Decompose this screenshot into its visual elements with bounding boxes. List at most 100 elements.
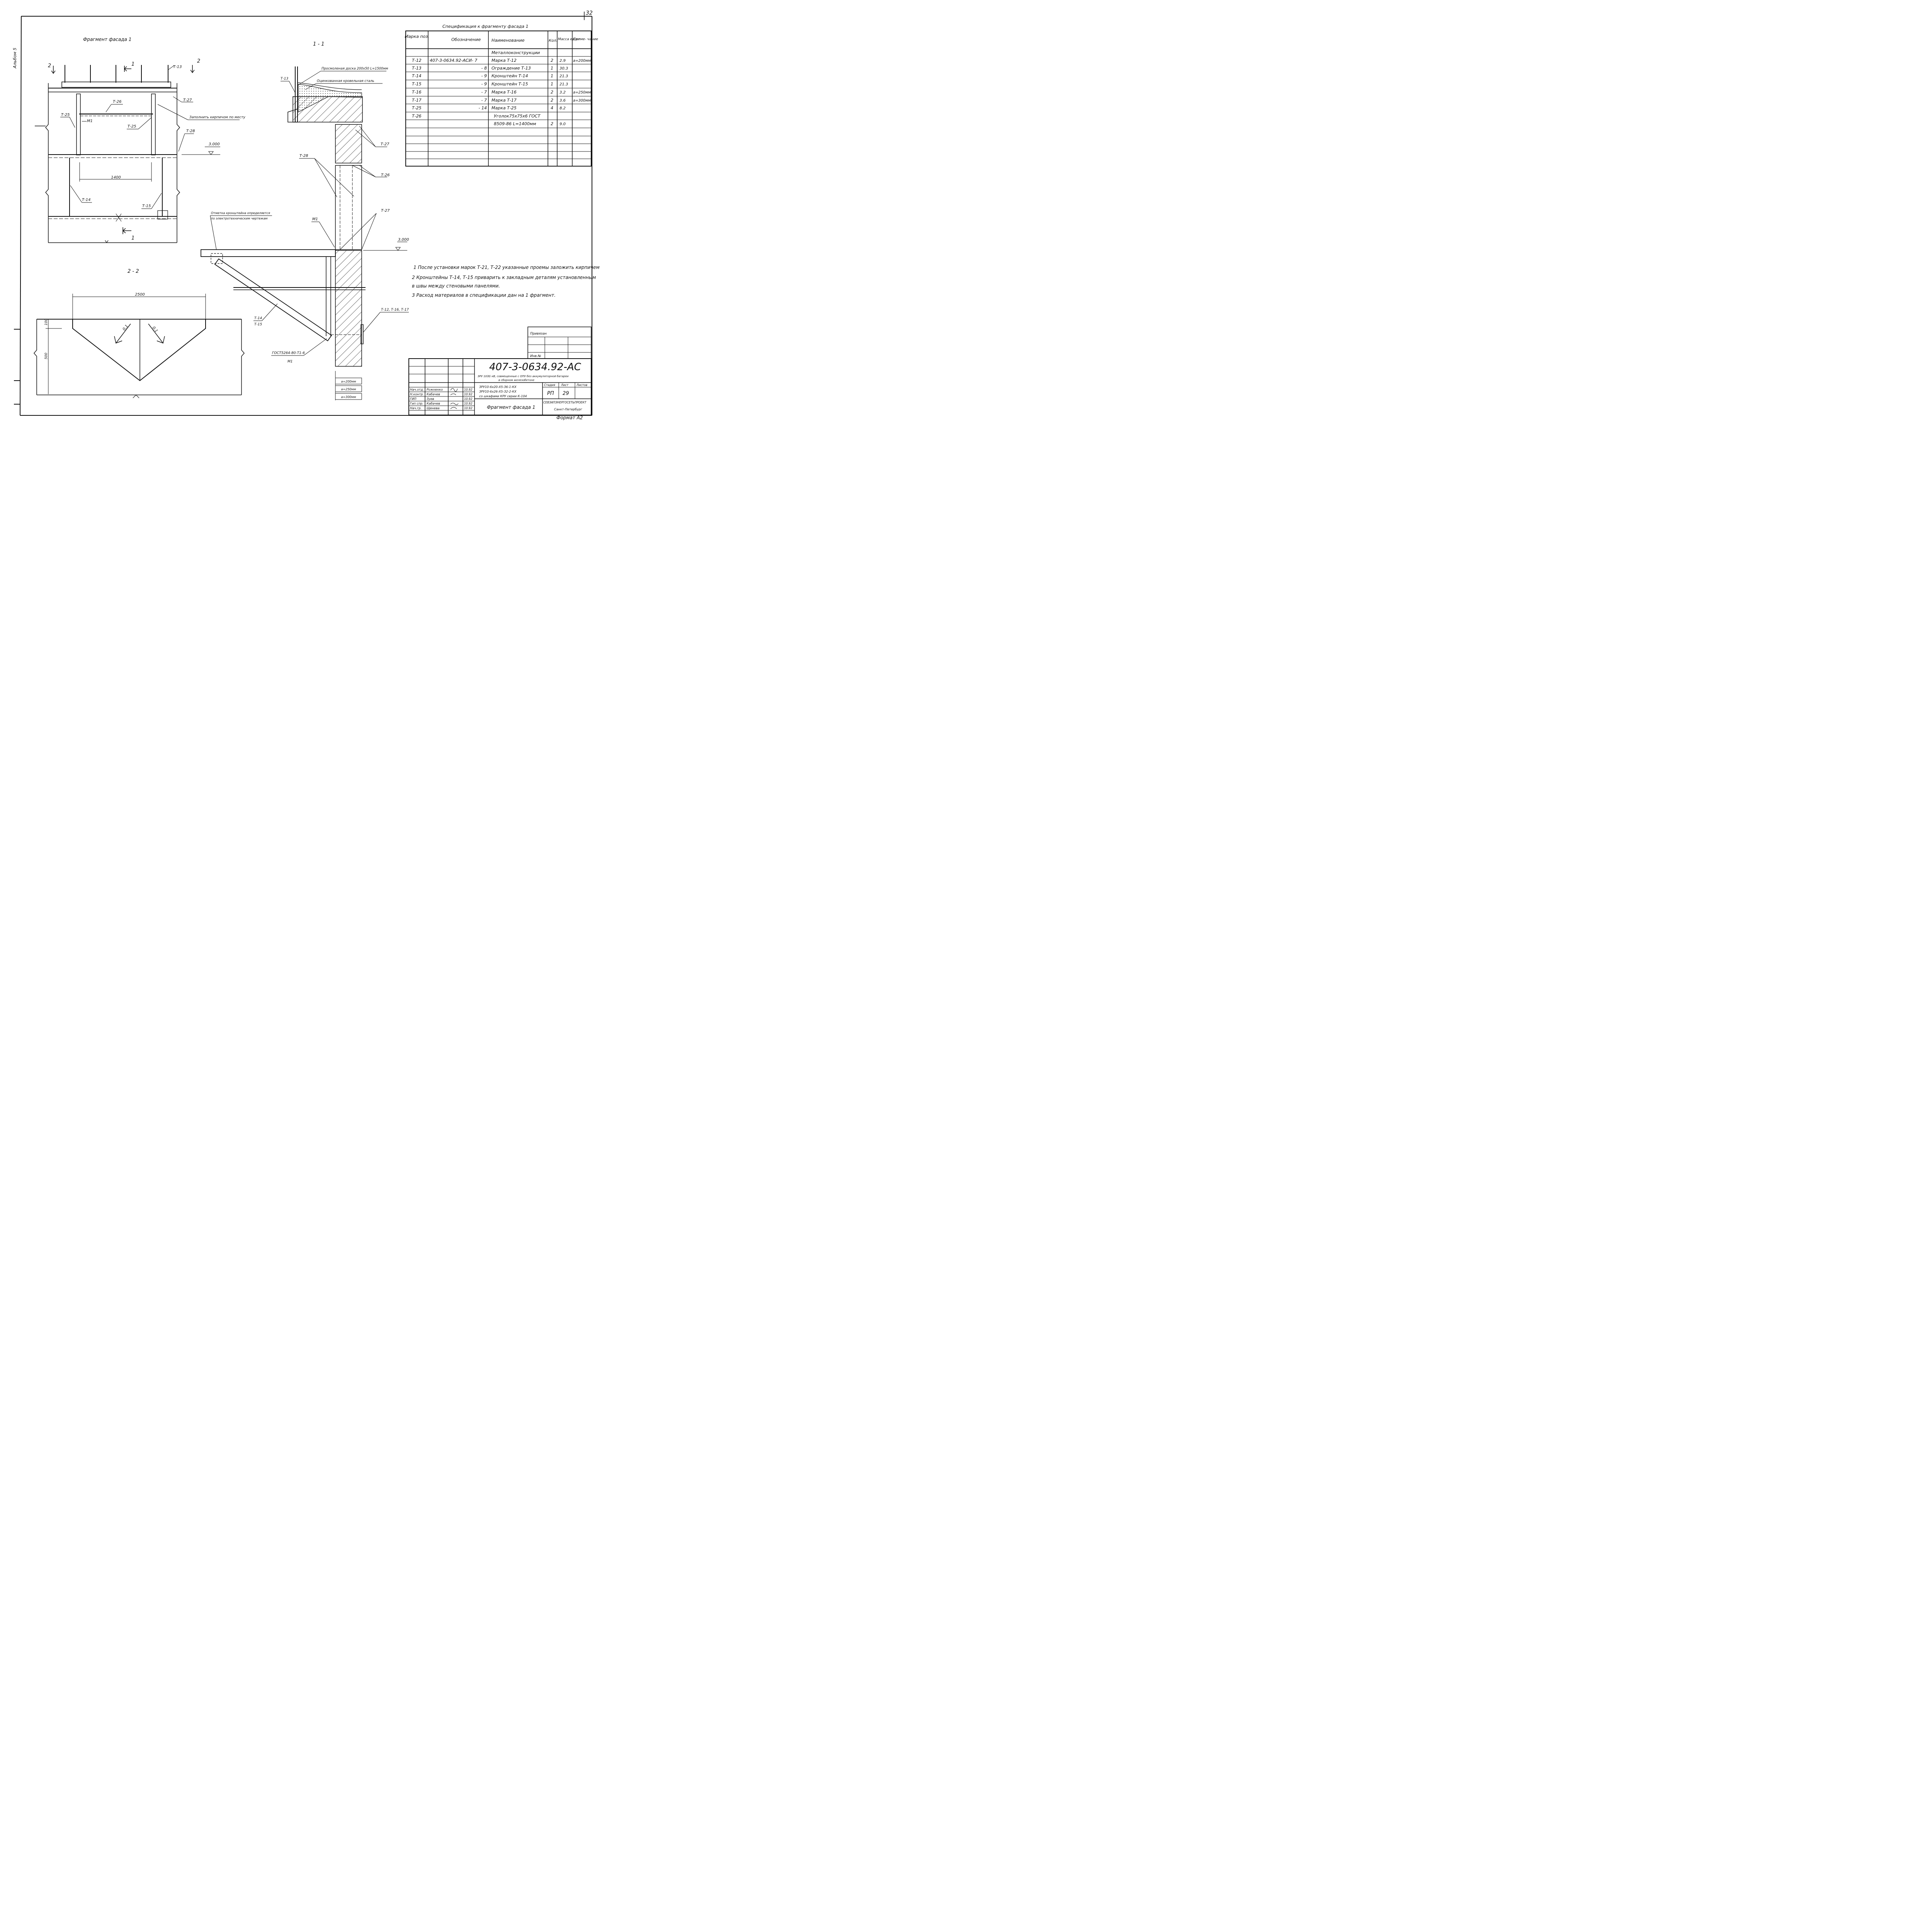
spec-r2-des: - 8	[481, 66, 487, 71]
s11-label-m1: М1	[312, 217, 318, 221]
spec-r7-name: Марка Т-25	[492, 105, 517, 111]
spec-r2-qty: 1	[551, 66, 553, 71]
spec-r1-name: Марка Т-12	[492, 58, 517, 63]
spec-r2-mark: Т-13	[412, 66, 422, 71]
spec-r6-qty: 2	[551, 98, 553, 103]
sheet-frame	[14, 12, 592, 416]
spec-r1-mass: 2.9	[560, 59, 566, 63]
section-1-1: 1 - 1 a=200мм a=250мм a=300мм	[201, 41, 409, 400]
stamp-desc-2: в сборном железобетоне	[498, 379, 534, 382]
section11-title: 1 - 1	[313, 41, 325, 47]
drawing-sheet: 32 Альбом 5 Формат А2 Фрагмент фасада 1	[12, 10, 600, 420]
spec-header-mark: Марка поз.	[405, 34, 429, 39]
stamp-p5-date: 10.92	[464, 407, 473, 410]
spec-r1-note: a=200мм	[573, 59, 591, 63]
dim-2500: 2500	[135, 293, 145, 297]
label-t15: Т-15	[142, 204, 151, 208]
steel-note: Оцинкованная кровельная сталь	[317, 79, 374, 83]
spec-r4-name: Кронштейн Т-15	[492, 82, 528, 87]
dim-500: 500	[44, 353, 48, 359]
cut-2-left: 2	[48, 63, 51, 69]
label-t28: Т-28	[186, 129, 195, 133]
bracket-note-2: по электротехническим чертежам	[211, 217, 267, 220]
spec-r1-des: 407-3-0634.92-АСИ- 7	[430, 58, 477, 63]
stamp-p1-date: 10.92	[464, 388, 473, 391]
a-250: a=250мм	[341, 388, 356, 391]
sheet-number: 32	[586, 10, 593, 16]
spec-r9-name: 8509-86 L=1400мм	[494, 121, 536, 126]
general-notes: 1 После установки марок Т-21, Т-22 указа…	[412, 265, 600, 298]
spec-header-mass: Масса ед.кг	[558, 37, 580, 41]
spec-r4-qty: 1	[551, 82, 553, 87]
stamp-p3-role: ГИП	[410, 397, 416, 401]
facade-title: Фрагмент фасада 1	[83, 37, 131, 42]
spec-r3-mark: Т-14	[412, 73, 422, 78]
s11-label-t26: Т-26	[381, 173, 389, 177]
spec-r3-name: Кронштейн Т-14	[492, 73, 528, 78]
stamp-proj-1: ЗРУ10-6х20-Х5-З6-1-КХ	[479, 385, 517, 389]
spec-r5-des: - 7	[481, 90, 487, 95]
label-t25-right: Т-25	[128, 124, 136, 129]
label-t14: Т-14	[82, 198, 90, 202]
note-1: 1 После установки марок Т-21, Т-22 указа…	[413, 265, 600, 270]
spec-r5-name: Марка Т-16	[492, 90, 517, 95]
spec-r7-des: - 14	[479, 105, 487, 111]
gost-weld: ГОСТ5264-80-Т1-6	[272, 351, 305, 355]
board-note: Просмоленая доска 200х50 L=1500мм	[321, 67, 388, 71]
spec-header-designation: Обозначение	[451, 37, 481, 42]
spec-r7-qty: 4	[551, 105, 553, 111]
spec-header-note: Приме- чание	[573, 37, 598, 41]
s11-label-t28: Т-28	[299, 154, 308, 158]
spec-r9-qty: 2	[551, 121, 553, 126]
stamp-p1-name: Рожненко	[427, 388, 443, 391]
spec-r8-mark: Т-26	[412, 114, 422, 119]
s11-label-t13: Т-13	[281, 77, 288, 81]
stamp-p3-name: Зуев	[427, 397, 434, 401]
stamp-p2-role: Н.контр.	[410, 393, 424, 396]
slope-left: 0,1	[122, 324, 129, 332]
spec-r5-mark: Т-16	[412, 90, 422, 95]
stamp-p5-name: Щенева	[427, 407, 440, 410]
a-300: a=300мм	[341, 395, 356, 399]
signature-marks	[450, 388, 459, 409]
spec-row-section: Металлоконструкции	[492, 50, 540, 55]
s11-label-t15: Т-15	[254, 323, 262, 327]
spec-header-qty: Кол.	[549, 39, 558, 43]
spec-r5-mass: 3.2	[560, 90, 566, 95]
stamp-privyazan: Привязан	[530, 332, 547, 336]
spec-r3-des: - 9	[481, 73, 487, 78]
note-3: 3 Расход материалов в спецификации дан н…	[412, 293, 556, 298]
stamp-sheets-h: Листов	[576, 383, 587, 387]
spec-r3-qty: 1	[551, 73, 553, 78]
stamp-inv: Инв.№	[530, 354, 541, 358]
s11-label-m1-bottom: М1	[287, 360, 293, 364]
format-label: Формат А2	[556, 415, 583, 420]
label-m1: М1	[87, 119, 93, 123]
note-fill-brick: Заполнить кирпичом по месту	[189, 116, 246, 119]
stamp-p4-date: 10.92	[464, 402, 473, 405]
stamp-p3-date: 10.92	[464, 397, 473, 401]
dim-100: 100	[44, 319, 48, 325]
dim-1400: 1400	[111, 175, 121, 180]
spec-title: Спецификация к фрагменту фасада 1	[442, 24, 528, 29]
cut-1-top: 1	[131, 61, 134, 67]
cut-1-bottom: 1	[131, 235, 134, 241]
spec-r6-note: a=300мм	[573, 99, 591, 103]
s11-label-t12-16-17: Т-12, Т-16, Т-17	[381, 308, 409, 312]
spec-r3-mass: 21.3	[560, 74, 568, 78]
s11-elev: 3.000	[398, 238, 409, 242]
bracket-note-1: Отметка кронштейна определяется	[211, 211, 270, 215]
spec-r7-mass: 8.2	[560, 106, 566, 111]
spec-r9-mass: 9.0	[560, 122, 566, 126]
s11-label-t27-top: Т-27	[381, 142, 389, 146]
section-2-2: 2 - 2 2500 100 500 0,1 0,1	[34, 269, 245, 398]
spec-r4-mass: 21.3	[560, 82, 568, 87]
spec-r1-qty: 2	[551, 58, 553, 63]
stamp-sheet-title: Фрагмент фасада 1	[487, 405, 535, 410]
stamp-p1-role: Нач.отд.	[410, 388, 424, 391]
spec-r6-name: Марка Т-17	[492, 98, 517, 103]
facade-view: Фрагмент фасада 1	[35, 37, 246, 243]
stamp-proj-2: ЗРУ10-6х26-Х5-З2-2-КХ	[479, 390, 517, 393]
cut-2-right: 2	[197, 58, 200, 64]
s11-label-t14: Т-14	[254, 316, 262, 320]
